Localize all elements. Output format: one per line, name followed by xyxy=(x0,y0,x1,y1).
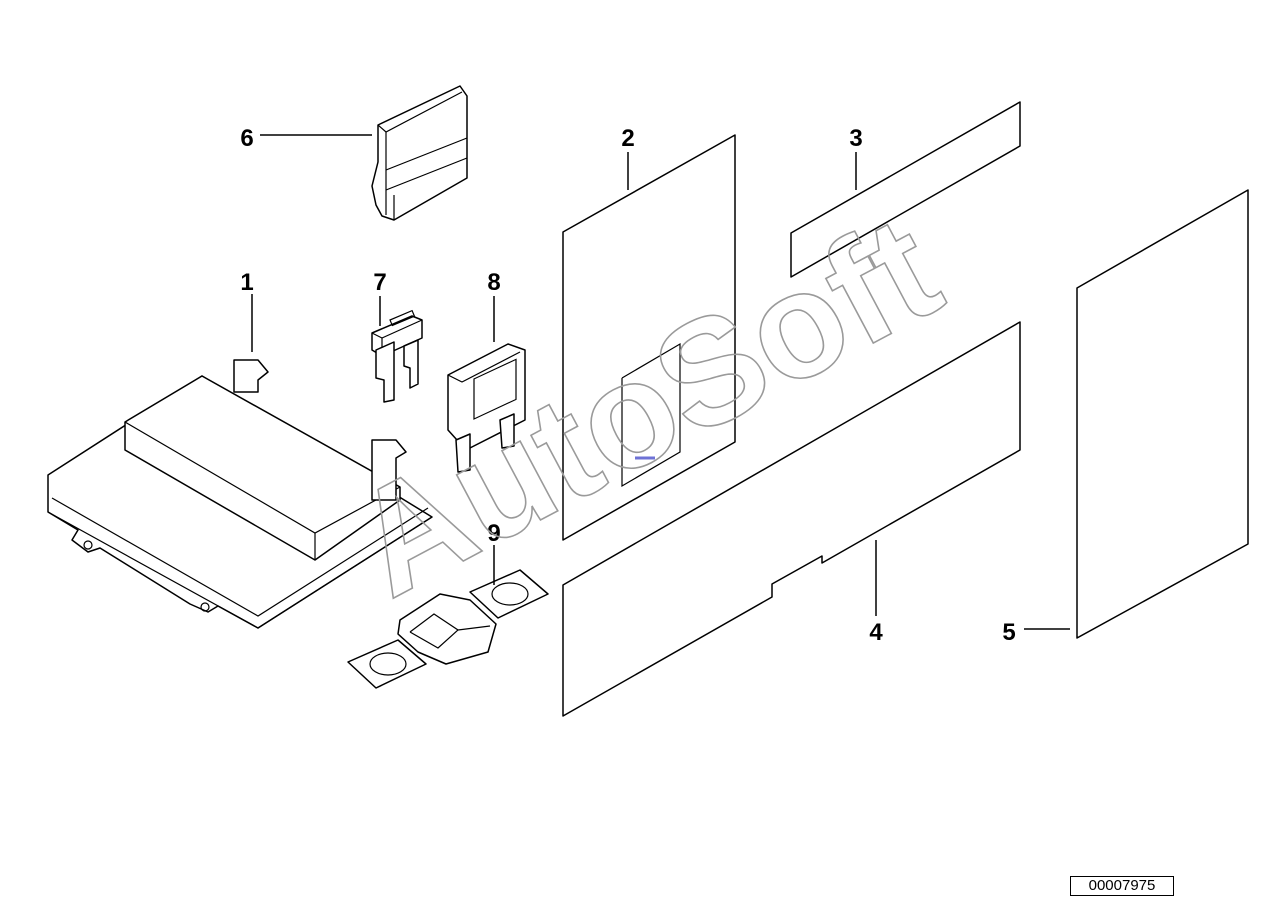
callout-6: 6 xyxy=(240,125,253,152)
callout-5: 5 xyxy=(1002,619,1015,646)
callout-7: 7 xyxy=(373,269,386,296)
callout-8: 8 xyxy=(487,269,500,296)
part-2-label-sheet xyxy=(562,134,736,541)
part-8-maxi-fuse xyxy=(447,343,526,473)
diagram-number: 00007975 xyxy=(1070,876,1174,896)
part-7-mini-fuse xyxy=(371,309,423,403)
part-6-clip xyxy=(371,85,468,221)
callout-9: 9 xyxy=(487,520,500,547)
part-5-label-sheet xyxy=(1076,189,1249,639)
callout-2: 2 xyxy=(621,125,634,152)
part-4-label-sheet xyxy=(562,321,1021,717)
leader-lines xyxy=(251,134,1070,630)
callout-4: 4 xyxy=(869,619,883,646)
part-9-strip-fuse xyxy=(347,569,549,689)
part-1-fuse-box xyxy=(47,359,433,629)
callout-1: 1 xyxy=(240,269,253,296)
part-3-label-strip xyxy=(790,101,1021,278)
callouts: 1 2 3 4 5 6 7 8 9 xyxy=(240,125,1015,646)
callout-3: 3 xyxy=(849,125,862,152)
